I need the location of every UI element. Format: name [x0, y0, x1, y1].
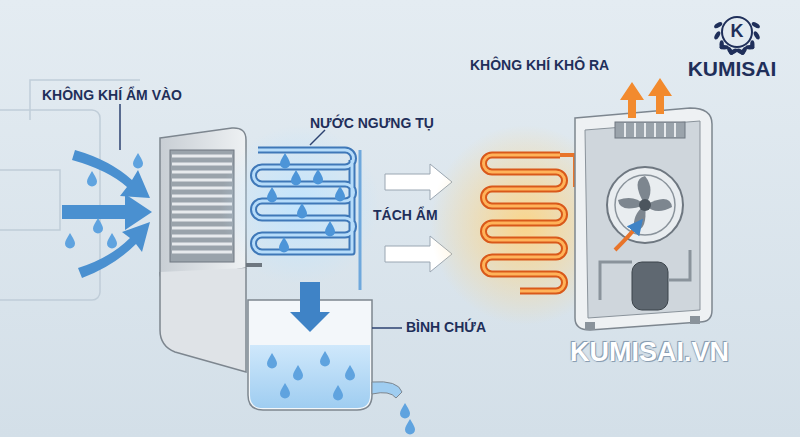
brand-name: KUMISAI — [676, 58, 788, 79]
air-in-label: KHÔNG KHÍ ẨM VÀO — [42, 88, 182, 103]
leader-line — [372, 327, 402, 329]
laurel-leaf — [753, 30, 761, 40]
condensate-label: NƯỚC NGƯNG TỤ — [310, 116, 434, 131]
water-drops — [267, 153, 345, 253]
drain-pipe — [359, 150, 362, 290]
laurel-leaf — [713, 30, 721, 40]
leader-line — [119, 104, 121, 150]
air-out-label: KHÔNG KHÍ KHÔ RA — [470, 58, 609, 73]
water-drops — [267, 351, 415, 435]
logo-ring — [722, 17, 752, 47]
laurel-leaf — [751, 21, 761, 29]
laurel-leaf — [720, 45, 729, 49]
watermark: KUMISAI.VN — [570, 338, 729, 368]
laurel-leaf — [729, 48, 739, 56]
process-label: TÁCH ẨM — [373, 208, 438, 223]
water-tank — [248, 282, 402, 410]
evaporator-coil — [246, 150, 354, 265]
laurel-leaf — [713, 21, 723, 29]
water-drops — [65, 153, 143, 249]
cold-glow — [220, 125, 380, 285]
humid-air-arrows — [62, 150, 152, 278]
leader-line — [310, 130, 325, 145]
logo-letter: K — [725, 22, 749, 40]
laurel-leaf — [740, 46, 748, 56]
laurel-leaf — [750, 40, 754, 49]
dry-air-arrows — [620, 78, 672, 118]
dehumidifier-unit — [575, 108, 712, 330]
background-sketch — [0, 80, 140, 300]
logo-badge: K KUMISAI — [676, 8, 788, 80]
tank-label: BÌNH CHỨA — [406, 320, 486, 335]
